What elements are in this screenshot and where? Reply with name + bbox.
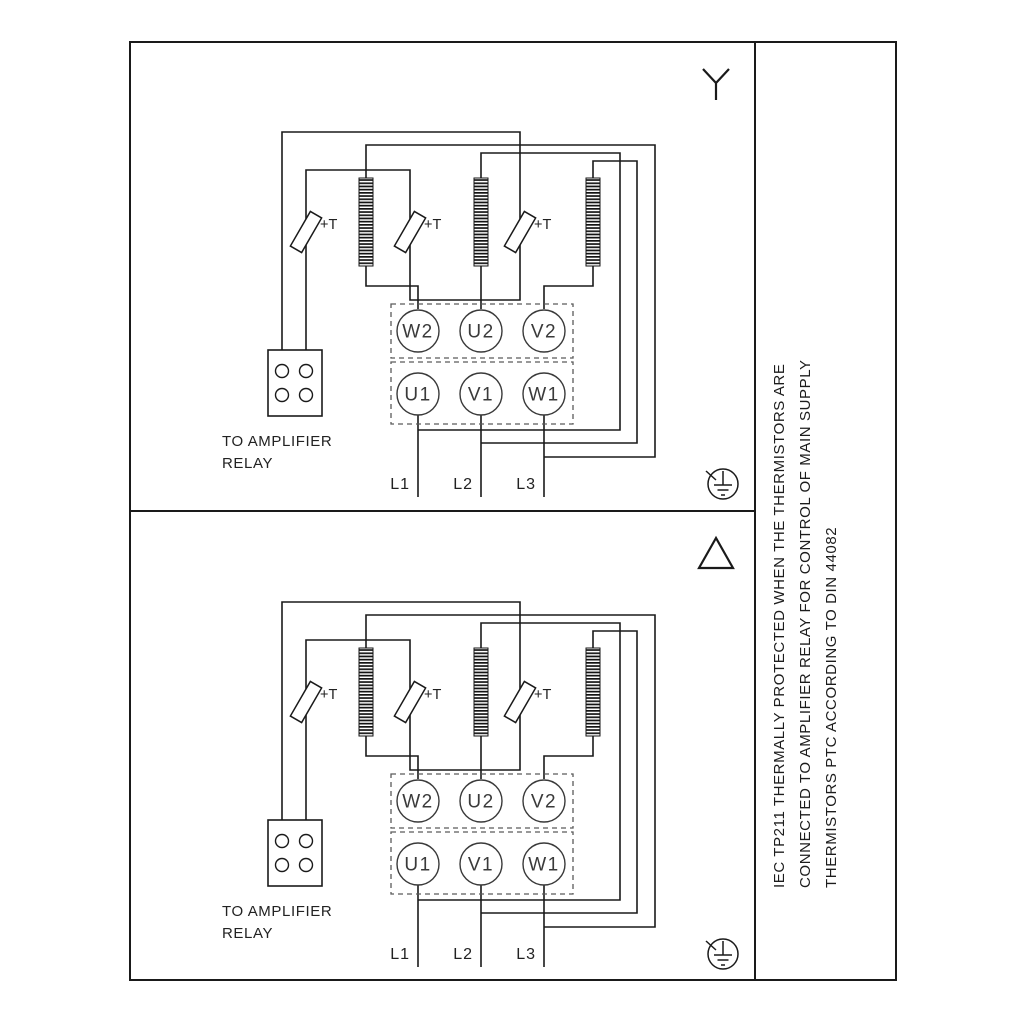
relay-caption-line1: TO AMPLIFIER <box>222 433 332 450</box>
supply-label-l1: L1 <box>390 476 410 493</box>
terminal-label-u2: U2 <box>467 792 494 813</box>
panel-wiring <box>267 131 739 500</box>
supply-label-l3: L3 <box>516 476 536 493</box>
thermistor-label: +T <box>424 687 441 703</box>
thermistor-label: +T <box>534 687 551 703</box>
supply-label-l2: L2 <box>453 946 473 963</box>
panel-delta-connection: +T +T +T W2 U2 V2 U1 V1 W1 TO AMPLIFIER … <box>222 535 739 970</box>
thermistor-label: +T <box>534 217 551 233</box>
delta-icon <box>697 535 735 570</box>
side-note-line-2: CONNECTED TO AMPLIFIER RELAY FOR CONTROL… <box>797 359 814 888</box>
terminal-label-w1: W1 <box>528 385 560 406</box>
thermistor-label: +T <box>320 687 337 703</box>
drawing-frame <box>129 41 897 981</box>
thermistor-label: +T <box>424 217 441 233</box>
terminal-label-v1: V1 <box>468 385 494 406</box>
side-note: IEC TP211 THERMALLY PROTECTED WHEN THE T… <box>771 359 840 888</box>
terminal-label-v2: V2 <box>531 322 557 343</box>
relay-caption-line2: RELAY <box>222 925 273 942</box>
relay-caption-line1: TO AMPLIFIER <box>222 903 332 920</box>
supply-label-l3: L3 <box>516 946 536 963</box>
terminal-label-u1: U1 <box>404 855 431 876</box>
terminal-label-w1: W1 <box>528 855 560 876</box>
panel-wiring <box>267 601 739 970</box>
supply-label-l1: L1 <box>390 946 410 963</box>
star-icon <box>702 68 730 100</box>
terminal-label-w2: W2 <box>402 322 434 343</box>
terminal-label-w2: W2 <box>402 792 434 813</box>
thermistor-label: +T <box>320 217 337 233</box>
terminal-label-u1: U1 <box>404 385 431 406</box>
panel-star-connection: +T +T +T W2 U2 V2 U1 V1 W1 TO AMPLIFIER … <box>222 68 739 500</box>
terminal-label-u2: U2 <box>467 322 494 343</box>
terminal-label-v1: V1 <box>468 855 494 876</box>
side-note-line-1: IEC TP211 THERMALLY PROTECTED WHEN THE T… <box>771 364 788 888</box>
side-note-line-3: THERMISTORS PTC ACCORDING TO DIN 44082 <box>823 527 840 888</box>
relay-caption-line2: RELAY <box>222 455 273 472</box>
supply-label-l2: L2 <box>453 476 473 493</box>
terminal-label-v2: V2 <box>531 792 557 813</box>
